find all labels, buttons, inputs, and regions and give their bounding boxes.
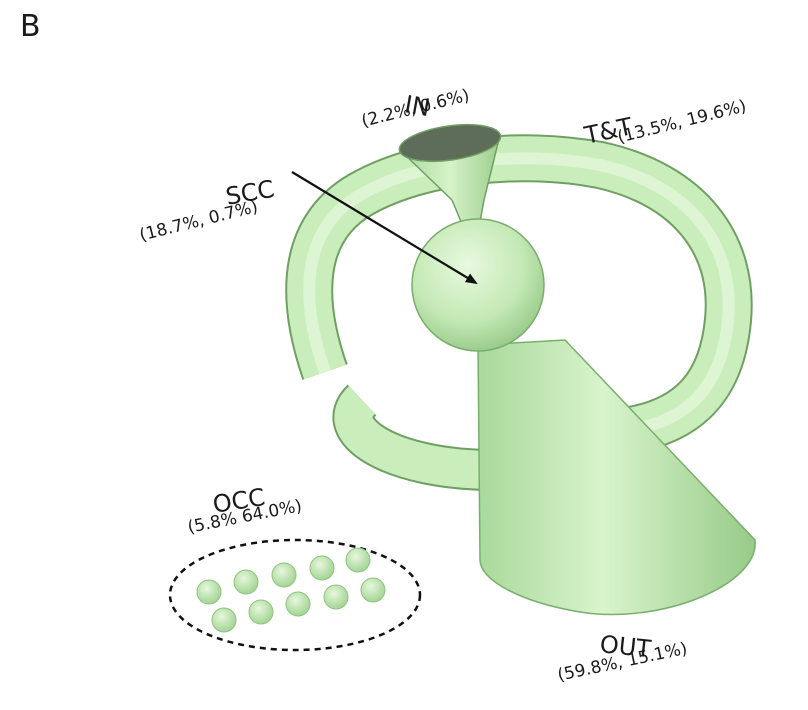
- occ-component: [196, 579, 222, 605]
- panel-letter: B: [20, 9, 41, 44]
- occ-component: [285, 591, 311, 617]
- scc-sphere: [411, 218, 545, 352]
- occ-component: [271, 562, 297, 588]
- occ-component: [248, 599, 274, 625]
- occ-component: [211, 607, 237, 633]
- occ-component: [323, 584, 349, 610]
- occ-components: [196, 547, 386, 633]
- occ-component: [360, 577, 386, 603]
- out-cone: [477, 339, 756, 616]
- in-funnel-opening: [398, 123, 502, 163]
- occ-boundary: [168, 538, 422, 652]
- occ-component: [233, 569, 259, 595]
- scc-arrow: [291, 171, 478, 285]
- occ-component: [345, 547, 371, 573]
- occ-component: [309, 555, 335, 581]
